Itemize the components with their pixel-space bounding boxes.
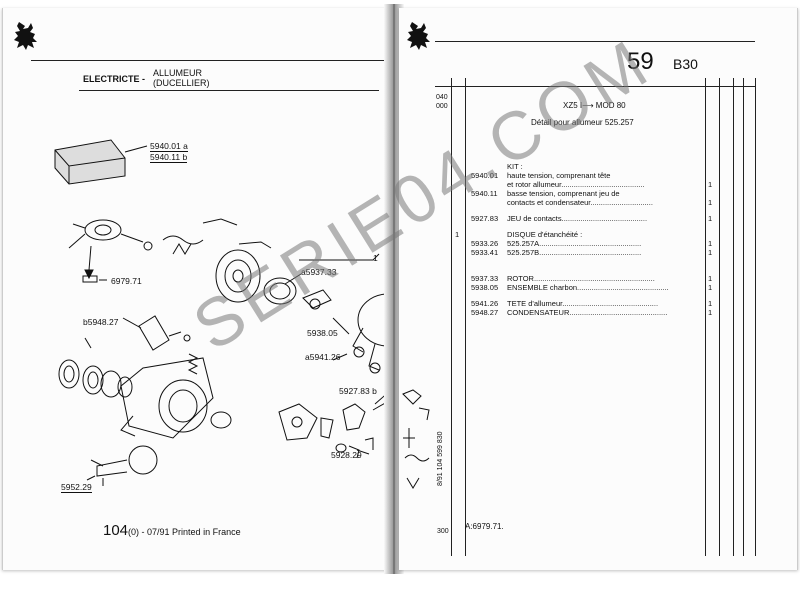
heading-line-1: XZ5 I⟶ MOD 80 [563,101,626,110]
title-rule [79,90,379,91]
subtitle-line-2: (DUCELLIER) [153,78,210,88]
callout-5940-11: 5940.11 b [150,152,188,163]
callout-5928-29: 5928.29 [331,450,362,460]
callout-6979-71: 6979.71 [111,276,142,286]
column-line [451,78,452,556]
heading-line-2: Détail pour allumeur 525.257 [531,118,634,127]
column-line [743,78,744,556]
header-rule-right [435,41,755,42]
callout-5952-29: 5952.29 [61,482,92,493]
vertical-print-code: 8/91 104 599 830 [437,431,444,487]
column-line [465,78,466,556]
callout-5927-83: 5927.83 b [339,386,377,396]
left-footer: 104(0) - 07/91 Printed in France [103,522,241,540]
subtitle-line-1: ALLUMEUR [153,68,203,78]
peugeot-lion-logo [14,22,37,50]
callout-5948-27: b5948.27 [83,317,119,327]
callout-5937-33: a5937.33 [301,267,337,277]
callout-5941-26: a5941.26 [305,352,341,362]
model-code: B30 [673,56,698,72]
callout-5938-05: 5938.05 [307,328,338,338]
callout-1: 1 [373,253,378,263]
margin-top-1: 040 [436,94,448,101]
table-row: KIT : [507,162,523,171]
page-number: 59 [627,48,654,75]
column-line [733,78,734,556]
header-rule [31,60,387,61]
exploded-parts-diagram [54,139,389,486]
section-title: ELECTRICTE - [83,74,145,84]
left-page: ELECTRICTE - ALLUMEUR (DUCELLIER) [2,8,389,570]
table-row: et rotor allumeur.......................… [507,180,713,189]
right-page: 59 B30 040 000 XZ5 I⟶ MOD 80 Détail pour… [399,8,798,570]
margin-parts-drawing [402,389,430,489]
peugeot-lion-logo-right [407,22,430,50]
footer-print-info: (0) - 07/91 Printed in France [128,527,241,537]
column-line [719,78,720,556]
footer-page-number: 104 [103,522,129,539]
callout-5940-01: 5940.01 a [150,141,188,152]
margin-top-2: 000 [436,103,448,110]
column-line [755,78,756,556]
footer-note: A:6979.71. [465,522,504,531]
column-line [705,78,706,556]
title-rule-right [435,86,755,87]
table-row: contacts et condensateur................… [507,198,713,207]
margin-bottom: 300 [437,528,449,535]
